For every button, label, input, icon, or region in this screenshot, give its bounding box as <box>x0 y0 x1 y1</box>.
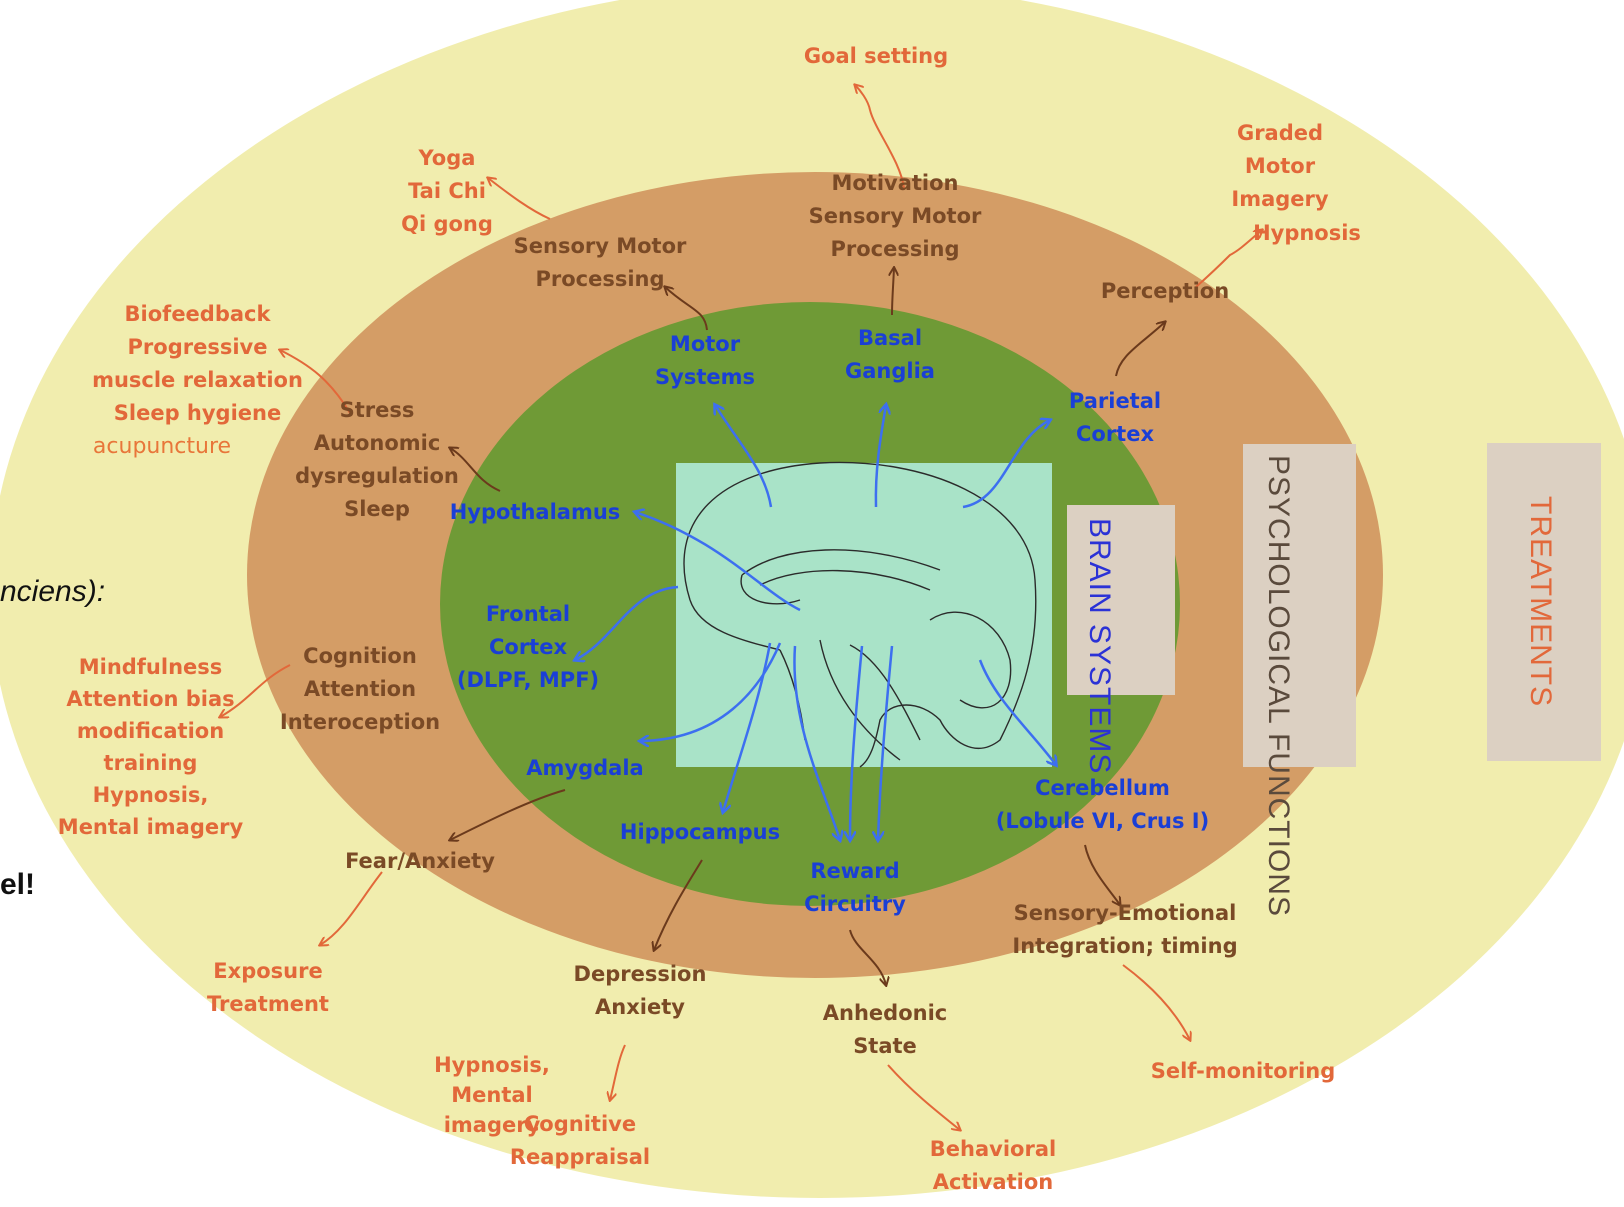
cerebellum-label: Cerebellum (Lobule VI, Crus I) <box>995 776 1210 833</box>
brain-outline-drawing <box>683 461 1037 768</box>
brain-systems-label: BRAIN SYSTEMS <box>1083 518 1116 775</box>
perception-label: Perception <box>1100 279 1230 303</box>
hypnosis-bottom-label: Hypnosis, Mental imagery <box>434 1053 550 1137</box>
orange-treatment-arrows <box>220 85 1262 1130</box>
sensory-emotional-label: Sensory-Emotional Integration; timing <box>1012 901 1238 958</box>
amygdala-label: Amygdala <box>526 756 644 780</box>
acupuncture-label: acupuncture <box>92 434 232 459</box>
brain-image-box <box>676 463 1052 767</box>
psychological-functions-box <box>1243 444 1356 767</box>
depression-anxiety-label: Depression Anxiety <box>573 962 707 1019</box>
fear-anxiety-label: Fear/Anxiety <box>345 849 495 873</box>
psychological-functions-label: PSYCHOLOGICAL FUNCTIONS <box>1262 455 1295 917</box>
biofeedback-label: Biofeedback Progressive muscle relaxatio… <box>92 302 303 425</box>
parietal-cortex-label: Parietal Cortex <box>1068 389 1162 446</box>
cropped-italic-text: nciens): <box>0 575 106 608</box>
reward-circuitry-label: Reward Circuitry <box>804 859 906 916</box>
frontal-cortex-label: Frontal Cortex (DLPF, MPF) <box>456 602 600 692</box>
self-monitoring-label: Self-monitoring <box>1150 1059 1336 1083</box>
treatments-box <box>1487 443 1601 761</box>
stress-label: Stress Autonomic dysregulation Sleep <box>295 398 459 521</box>
yoga-label: Yoga Tai Chi Qi gong <box>401 146 493 236</box>
anhedonic-state-label: Anhedonic State <box>822 1001 948 1058</box>
hypothalamus-label: Hypothalamus <box>449 500 621 524</box>
treatments-label: TREATMENTS <box>1524 496 1557 708</box>
motor-systems-label: Motor Systems <box>655 332 755 389</box>
exposure-treatment-label: Exposure Treatment <box>207 959 329 1016</box>
graded-motor-imagery-label: Graded Motor Imagery <box>1231 121 1329 211</box>
basal-ganglia-label: Basal Ganglia <box>845 326 935 383</box>
motivation-label: Motivation Sensory Motor Processing <box>808 171 982 261</box>
hippocampus-label: Hippocampus <box>619 820 781 844</box>
cognition-label: Cognition Attention Interoception <box>279 644 441 734</box>
brain-systems-box <box>1067 505 1175 695</box>
brown-psych-arrows <box>450 268 1165 985</box>
goal-setting-label: Goal setting <box>803 44 949 68</box>
blue-brain-arrows <box>575 405 1056 840</box>
behavioral-activation-label: Behavioral Activation <box>929 1137 1057 1194</box>
hypnosis-top-label: Hypnosis <box>1253 221 1361 245</box>
mindfulness-label: Mindfulness Attention bias modification … <box>57 655 244 839</box>
cognitive-reappraisal-label: Cognitive Reappraisal <box>509 1112 651 1169</box>
sensory-motor-left-label: Sensory Motor Processing <box>513 234 687 291</box>
cropped-bold-text: el! <box>0 868 36 901</box>
